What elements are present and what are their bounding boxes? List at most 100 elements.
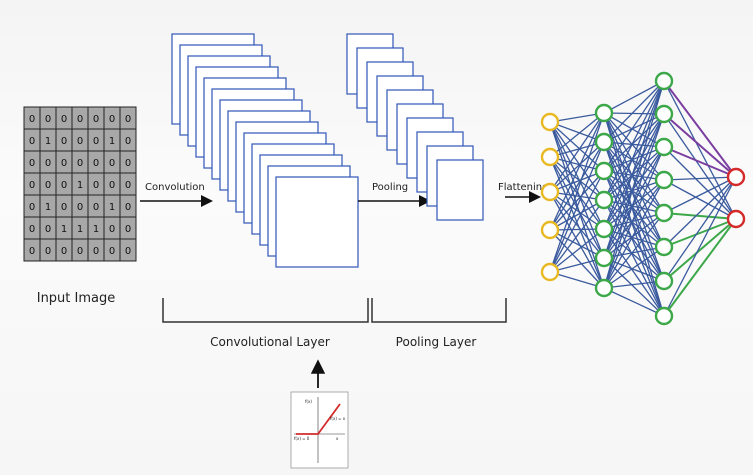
grid-cell-value: 0 [29,114,35,125]
network-edge [549,112,605,193]
network-edge [549,191,605,289]
network-edge [603,141,665,317]
network-edge [549,156,605,172]
grid-cell-value: 0 [29,224,35,235]
network-node [654,137,674,157]
network-edge [549,141,605,193]
grid-cell-value: 0 [61,136,67,147]
network-node [594,161,614,181]
network-edge [603,179,665,230]
network-edge [603,228,665,248]
grid-cell-value: 0 [45,246,51,257]
network-edge [603,113,665,172]
network-edge [603,80,665,289]
network-node [540,112,560,132]
grid-cell-value: 0 [77,114,83,125]
network-node [594,219,614,239]
network-edge [603,212,665,289]
network-edge [663,80,737,220]
convolutional-feature-maps [171,33,359,268]
grid-cell-value: 0 [125,224,131,235]
network-edge [603,113,665,201]
network-edge [603,199,665,248]
grid-cell-value: 0 [45,224,51,235]
network-node [594,103,614,123]
grid-cell-value: 0 [109,224,115,235]
network-node [654,170,674,190]
grid-cell-value: 0 [29,136,35,147]
network-edge [603,141,665,181]
grid-cell-value: 0 [77,158,83,169]
grid-cell-value: 1 [109,202,115,213]
network-node [540,220,560,240]
network-edge [603,80,665,172]
network-edge [603,141,665,282]
plot-axis-y-label: f(x) [305,399,312,404]
network-node [594,248,614,268]
grid-cell-value: 0 [109,114,115,125]
network-edge [663,218,737,317]
convolutional-layer-bracket [162,298,369,323]
network-edge [663,80,737,178]
network-edge [663,113,737,178]
network-edge [603,80,665,143]
network-edge [663,176,737,317]
relu-curve [296,403,341,435]
network-edge [549,141,605,158]
grid-cell-value: 0 [77,246,83,257]
network-edge [603,112,665,282]
network-edge [549,141,605,231]
network-edge [603,112,665,181]
network-edge [603,170,665,248]
network-edge [549,170,605,231]
grid-cell-value: 0 [125,158,131,169]
network-edge [603,113,665,289]
network-edge [603,228,665,317]
network-node [654,306,674,326]
pooling-layer-bracket [371,298,507,323]
network-edge [603,246,665,259]
network-node [726,209,746,229]
grid-cell-value: 1 [77,224,83,235]
network-edge [549,228,605,273]
network-edge [549,112,605,158]
network-edge [603,113,665,143]
pooling-feature-maps [346,33,484,221]
plot-upper-label: f(x) = x [330,416,346,421]
convolution-label: Convolution [145,182,205,193]
network-edge [663,218,737,282]
network-edge [603,246,665,289]
input-image-label: Input Image [37,291,116,306]
grid-cell-value: 0 [29,202,35,213]
network-edge [603,141,665,214]
grid-cell [119,238,137,262]
network-edge [603,170,665,181]
network-edge [549,121,605,259]
plot-lower-label: f(x) = 0 [294,436,310,441]
plot-frame [290,391,349,469]
network-node [540,262,560,282]
network-edge [603,170,665,214]
grid-cell-value: 0 [61,202,67,213]
grid-cell-value: 0 [77,136,83,147]
fully-connected-nodes [540,71,746,326]
fully-connected-edges [549,80,737,317]
grid-cell-value: 1 [109,136,115,147]
network-edge [663,176,737,282]
grid-cell-value: 0 [61,158,67,169]
network-node [654,203,674,223]
grid-cell-value: 1 [45,136,51,147]
network-edge [603,112,665,214]
network-node [654,237,674,257]
grid-cell-value: 0 [93,158,99,169]
network-edge [549,229,605,259]
network-node [594,132,614,152]
grid-cell-value: 0 [93,246,99,257]
grid-cell-value: 0 [109,158,115,169]
network-node [540,147,560,167]
network-edge [603,212,665,259]
network-edge [603,141,665,248]
